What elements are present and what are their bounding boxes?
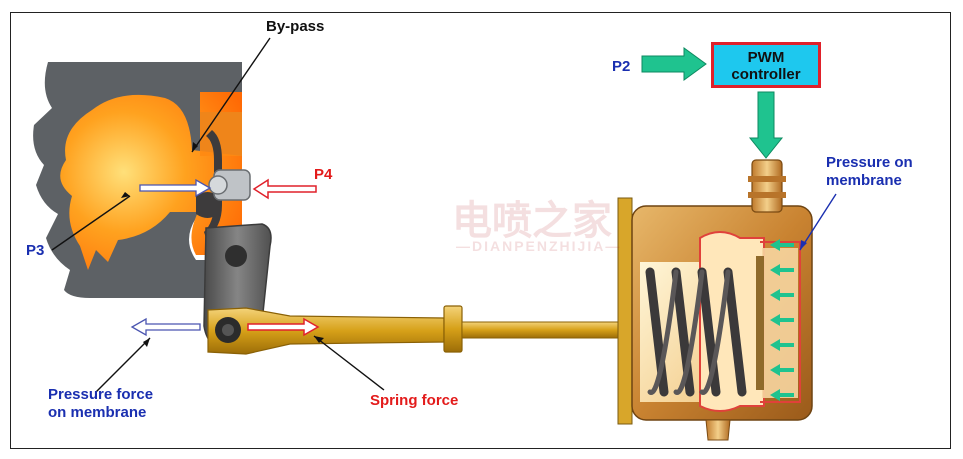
pressure-on-membrane-label-line2: membrane	[826, 172, 902, 189]
pressure-force-label-line1: Pressure force	[48, 386, 154, 403]
exhaust-gas-cavity	[60, 92, 243, 270]
p3-arrow	[139, 178, 212, 198]
turbine-housing	[33, 62, 243, 298]
p4-label: P4	[314, 166, 333, 183]
p2-label: P2	[612, 58, 631, 75]
spring-force-leader	[313, 335, 385, 391]
spring-force-label: Spring force	[370, 392, 459, 409]
pwm-output-arrow	[748, 91, 784, 159]
membrane-leader	[799, 193, 837, 251]
brand-watermark-pinyin: —DIANPENZHIJIA—	[456, 238, 622, 254]
bypass-label: By-pass	[266, 18, 325, 35]
pressure-force-arrow	[130, 317, 201, 337]
p3-leader	[51, 195, 131, 251]
actuator-spring	[645, 267, 747, 397]
p3-label: P3	[26, 242, 45, 259]
brand-watermark: 电喷之家	[452, 199, 612, 243]
bypass-leader	[191, 37, 271, 153]
pwm-label: PWM	[747, 49, 785, 66]
p2-flow-arrow	[641, 47, 707, 81]
pressure-arrows	[770, 239, 794, 401]
diagram-frame	[10, 12, 951, 449]
p4-arrow	[252, 178, 317, 200]
pressure-force-leader	[95, 337, 151, 393]
controller-label: controller	[731, 66, 801, 83]
pressure-nozzle	[751, 159, 783, 213]
pwm-controller-box: PWM controller	[711, 42, 821, 88]
pressure-force-label-line2: on membrane	[48, 404, 147, 421]
pressure-on-membrane-label-line1: Pressure on	[826, 154, 913, 171]
spring-force-arrow	[247, 317, 320, 337]
bypass-flap	[196, 130, 251, 238]
leader-lines	[51, 37, 837, 393]
